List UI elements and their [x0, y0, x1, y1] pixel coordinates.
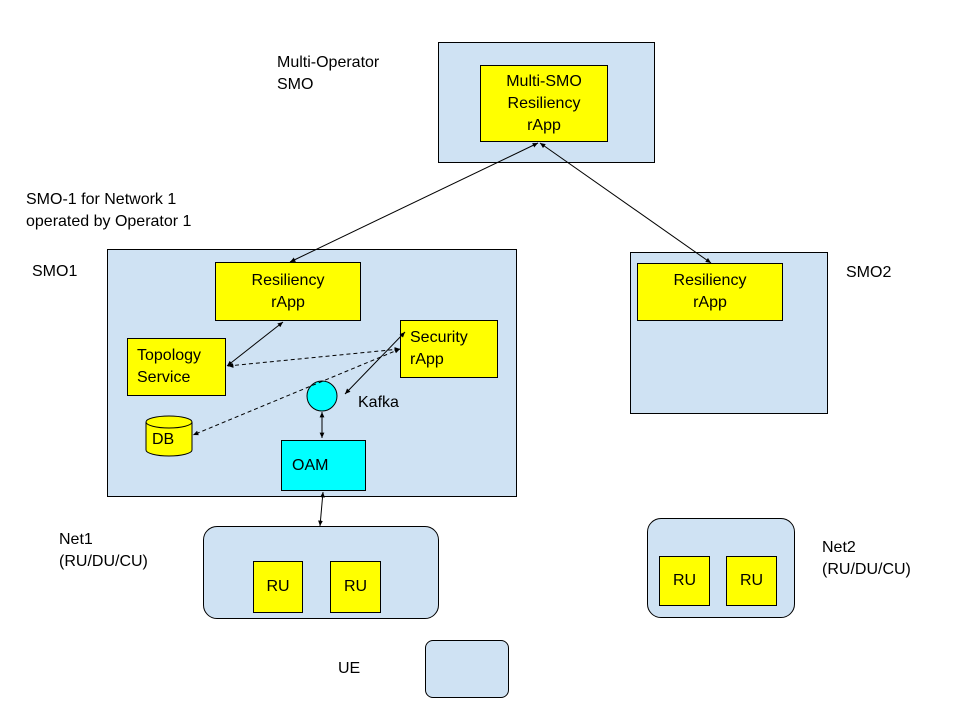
- multi-operator-smo-label: Multi-Operator SMO: [277, 54, 380, 93]
- connection-resiliency-topology: [226, 321, 284, 367]
- kafka-broker-icon: [306, 380, 338, 412]
- db-cylinder-icon: [145, 415, 193, 457]
- db-label: DB: [152, 431, 174, 448]
- multi-smo-resiliency-rapp: Multi-SMO Resiliency rApp: [480, 65, 608, 142]
- connection-kafka-security: [344, 331, 406, 395]
- net1-ru-1: RU: [253, 561, 303, 613]
- net1-ru-2: RU: [330, 561, 381, 613]
- connection-multismo-smo2: [539, 142, 712, 264]
- smo2-label: SMO2: [846, 264, 892, 281]
- connection-multismo-smo1: [289, 142, 539, 263]
- kafka-label: Kafka: [358, 394, 399, 411]
- net2-label: Net2 (RU/DU/CU): [822, 539, 911, 578]
- security-rapp: Security rApp: [400, 320, 498, 378]
- ue-label: UE: [338, 660, 361, 677]
- net2-ru-1: RU: [659, 556, 710, 606]
- net1-box: [203, 526, 439, 619]
- smo2-resiliency-rapp: Resiliency rApp: [637, 263, 783, 321]
- smo1-caption: SMO-1 for Network 1 operated by Operator…: [26, 191, 192, 230]
- ue-box: [425, 640, 509, 698]
- connection-oam-net1: [318, 491, 325, 527]
- net2-ru-2: RU: [726, 556, 777, 606]
- smo1-resiliency-rapp: Resiliency rApp: [215, 262, 361, 321]
- oam-box: OAM: [281, 440, 366, 491]
- smo1-label: SMO1: [32, 263, 78, 280]
- net1-label: Net1 (RU/DU/CU): [59, 531, 148, 570]
